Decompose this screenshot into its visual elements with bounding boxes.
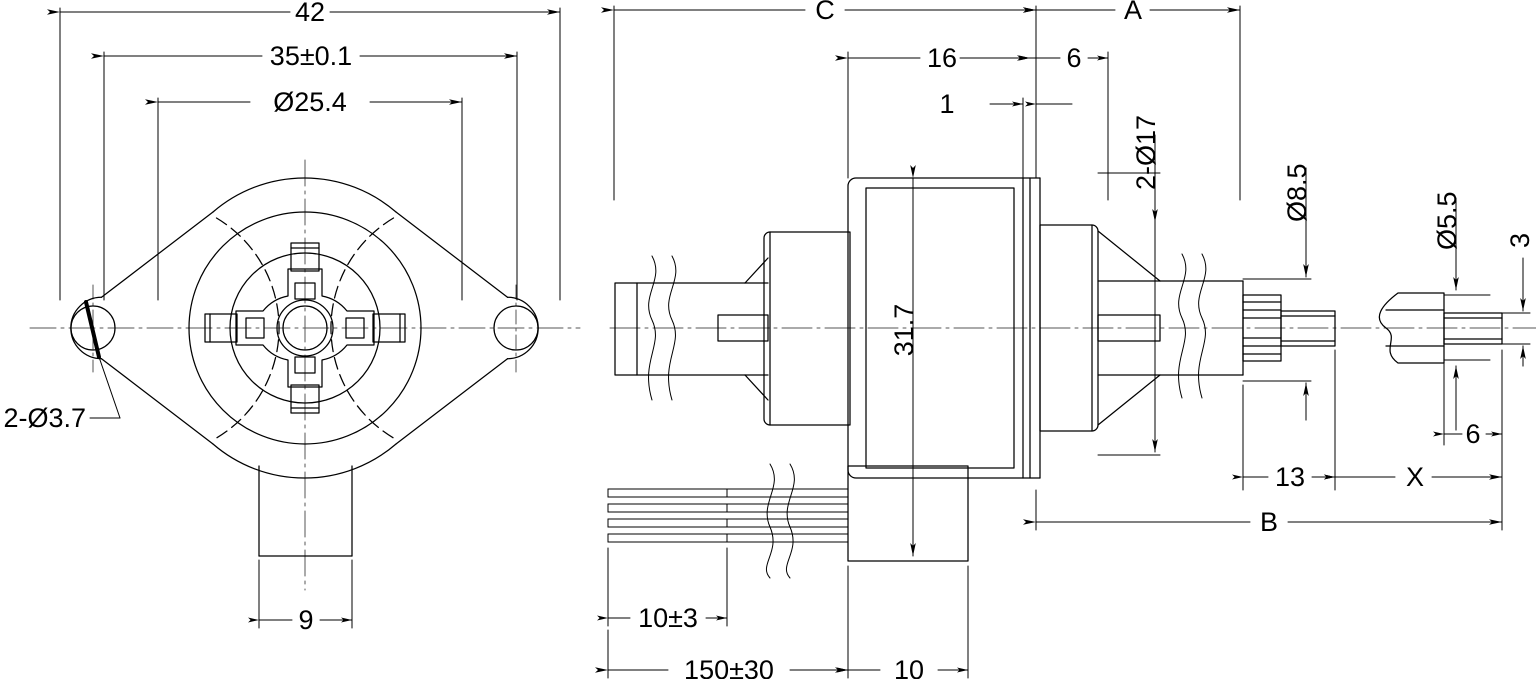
dim-length-b xyxy=(1023,489,1503,531)
dim-label-terminal-box-width: 10 xyxy=(894,655,924,679)
front-view-coupling-cross xyxy=(235,268,375,388)
front-view-cross-inner-arms xyxy=(245,282,365,374)
dim-label-mounting-holes: 2-Ø3.7 xyxy=(3,403,86,433)
front-view-mounting-hole-left xyxy=(70,305,116,351)
dim-label-shaft-flat-3: 3 xyxy=(1505,233,1535,248)
dim-cable-strip xyxy=(597,547,728,627)
dim-mounting-holes-leader xyxy=(84,300,121,419)
dim-label-length-x: X xyxy=(1406,462,1424,492)
dim-label-hub-len-13: 13 xyxy=(1275,462,1305,492)
dim-label-length-b: B xyxy=(1260,507,1278,537)
dim-length-c xyxy=(601,5,1037,201)
dim-length-x xyxy=(1324,439,1503,531)
side-view-break-line-cable xyxy=(765,463,795,579)
dim-pilot-diameter xyxy=(145,97,463,301)
side-view-nose-housing xyxy=(763,231,851,426)
front-view-pilot-circle xyxy=(188,211,422,445)
side-view-shaft-detail xyxy=(1378,292,1503,364)
dim-flange-6 xyxy=(1019,51,1109,201)
dim-body-len-16 xyxy=(835,51,1031,179)
dim-step-1 xyxy=(989,97,1073,179)
dim-shaft-flat-3 xyxy=(1501,257,1531,367)
side-view-output-shaft xyxy=(1280,310,1336,347)
dim-bearing-bores xyxy=(1097,134,1161,456)
dim-label-cable-length: 150±30 xyxy=(684,655,774,679)
front-view-cable-boss xyxy=(258,465,353,557)
dim-shaft-dia-55 xyxy=(1443,197,1491,431)
dim-label-cable-strip: 10±3 xyxy=(638,603,698,633)
dim-label-bearing-bores: 2-Ø17 xyxy=(1131,115,1161,190)
dim-boss-width-9 xyxy=(248,559,353,629)
side-view-gland-taper xyxy=(717,257,769,401)
side-view-cables xyxy=(607,488,849,543)
dim-label-body-len: 16 xyxy=(927,43,957,73)
side-view-break-line-left xyxy=(648,255,677,401)
dim-overall-width-42 xyxy=(47,7,561,301)
dim-terminal-box-width xyxy=(837,565,969,679)
dim-label-flange-6: 6 xyxy=(1066,43,1081,73)
front-view-centerlines xyxy=(29,159,581,591)
dim-length-a xyxy=(1023,5,1241,201)
front-view-shaft-circle xyxy=(276,299,334,357)
front-view-mounting-hole-right xyxy=(493,305,539,351)
dim-shaft-len-6 xyxy=(1433,349,1503,446)
dim-label-boss-width: 9 xyxy=(298,605,313,635)
front-view-cross-pins xyxy=(204,242,406,414)
dim-label-hole-pitch: 35±0.1 xyxy=(270,41,352,71)
dim-label-shaft-dia-55: Ø5.5 xyxy=(1432,191,1462,250)
front-view-shaft-bore-circle xyxy=(282,305,328,351)
dim-label-length-c: C xyxy=(815,0,835,25)
side-view-rear-taper xyxy=(1097,230,1161,426)
dim-label-pilot-diameter: Ø25.4 xyxy=(273,87,347,117)
side-view-terminal-box xyxy=(847,465,969,562)
dim-label-shaft-dia-85: Ø8.5 xyxy=(1282,163,1312,222)
dim-hole-pitch-35 xyxy=(91,51,518,301)
side-view-break-line-right xyxy=(1178,253,1207,399)
dim-label-body-height: 31.7 xyxy=(889,304,919,357)
dim-label-overall-width: 42 xyxy=(295,0,325,27)
dim-label-shaft-len-6: 6 xyxy=(1465,419,1480,449)
side-view-cable-gland xyxy=(614,282,746,376)
dim-shaft-dia-85 xyxy=(1242,167,1312,421)
front-view-hidden-circle xyxy=(215,217,395,439)
dim-label-step-1: 1 xyxy=(939,89,954,119)
front-view-hub-circle xyxy=(229,252,381,404)
dim-label-length-a: A xyxy=(1124,0,1142,25)
